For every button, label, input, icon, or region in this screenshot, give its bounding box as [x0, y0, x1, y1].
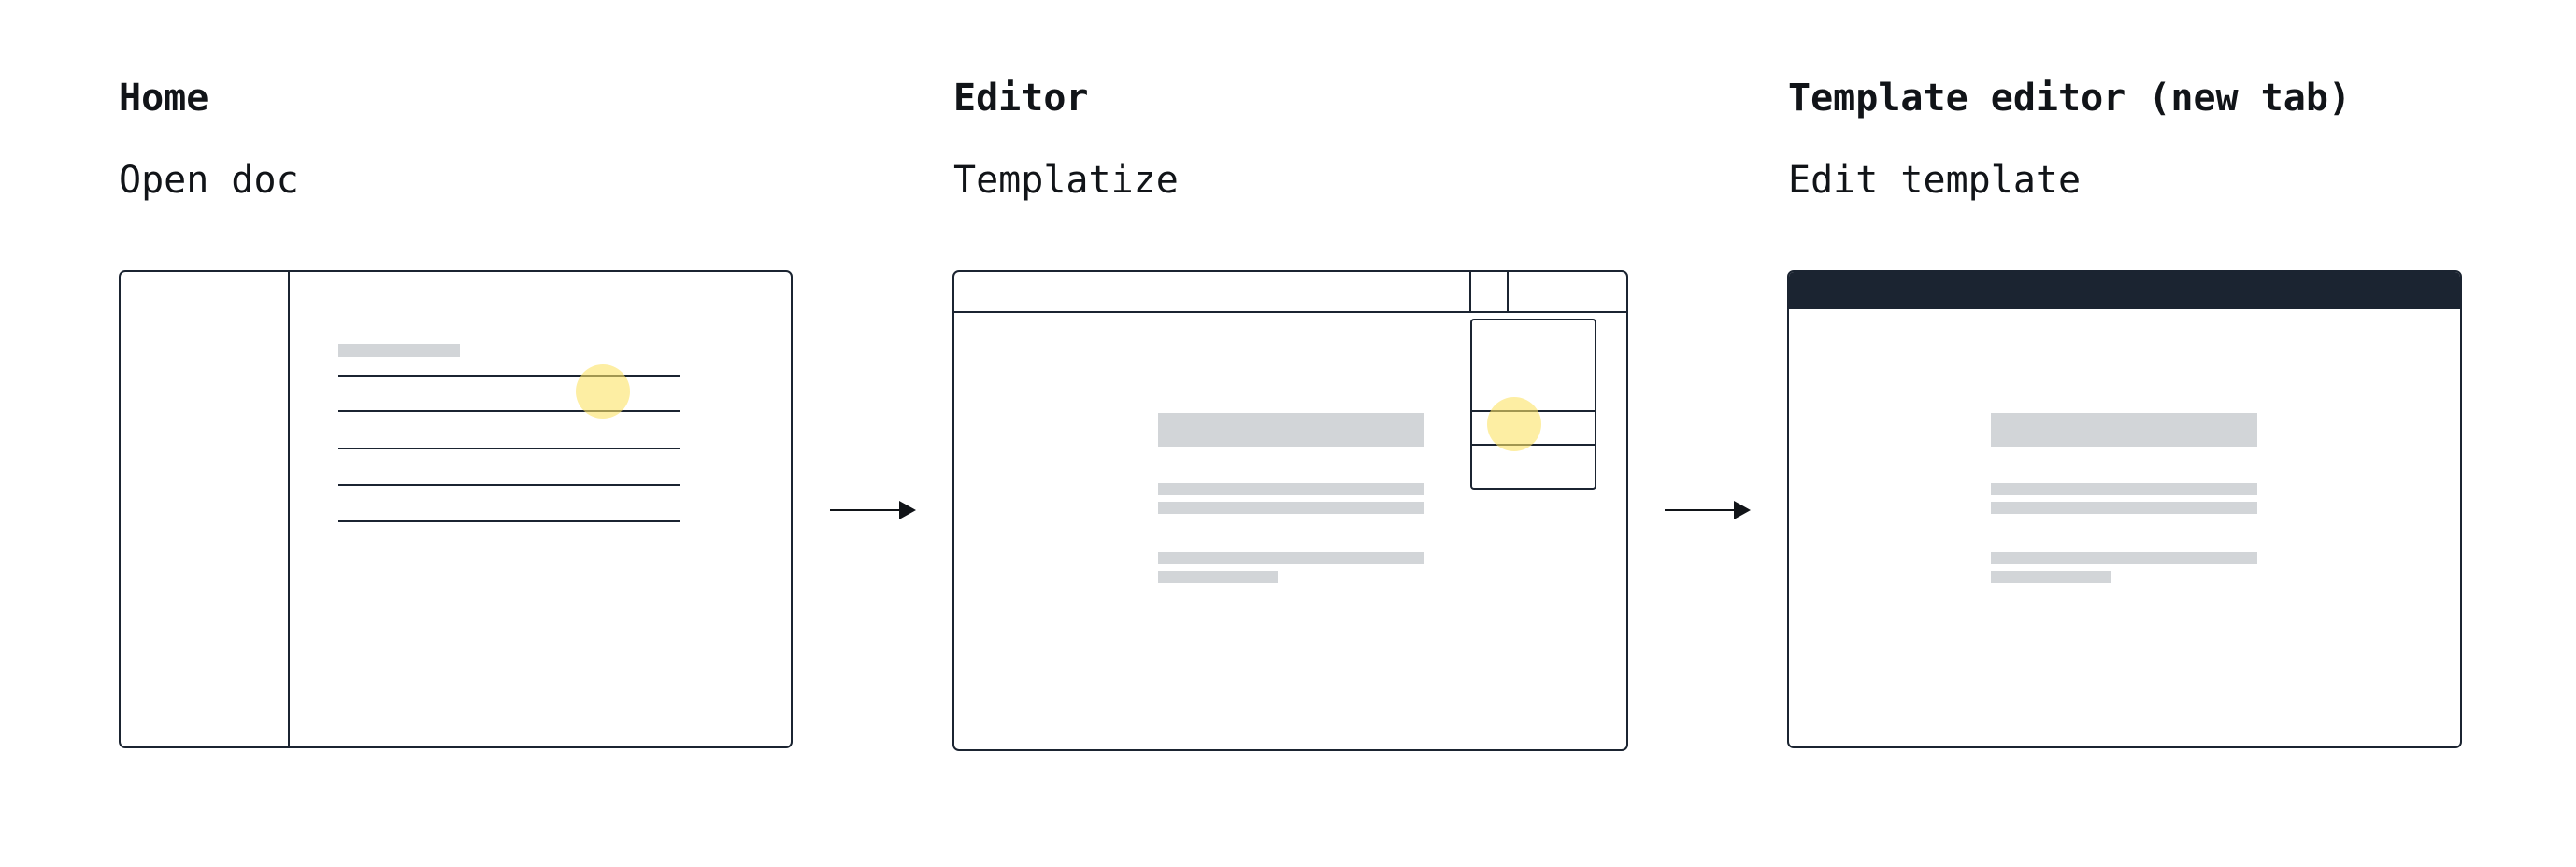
click-highlight-icon: [576, 364, 630, 419]
editor-text-placeholder: [1158, 483, 1424, 495]
step-template-editor-title: Template editor (new tab): [1788, 77, 2352, 120]
home-screen-mockup: [119, 270, 793, 748]
editor-toolbar-divider: [954, 311, 1626, 313]
editor-doc-title-placeholder: [1158, 413, 1424, 447]
template-editor-header-bar: [1789, 272, 2460, 309]
editor-text-placeholder: [1158, 552, 1424, 564]
home-doc-row: [338, 484, 680, 486]
editor-screen-mockup: [952, 270, 1628, 751]
editor-text-placeholder: [1158, 502, 1424, 514]
template-text-placeholder: [1991, 483, 2257, 495]
step-home-action: Open doc: [119, 159, 299, 202]
home-list-heading-placeholder: [338, 344, 460, 357]
template-text-placeholder: [1991, 502, 2257, 514]
editor-toolbar-separator: [1507, 272, 1509, 311]
editor-text-placeholder: [1158, 571, 1278, 583]
home-doc-row: [338, 375, 680, 377]
home-doc-row: [338, 520, 680, 522]
step-template-editor-action: Edit template: [1788, 159, 2082, 202]
template-editor-screen-mockup: [1787, 270, 2462, 748]
home-sidebar-divider: [288, 272, 290, 746]
home-doc-row: [338, 448, 680, 449]
template-text-placeholder: [1991, 552, 2257, 564]
template-text-placeholder: [1991, 571, 2111, 583]
arrow-right-icon: [1665, 501, 1751, 519]
editor-toolbar-separator: [1469, 272, 1471, 311]
step-editor-title: Editor: [953, 77, 1089, 120]
dropdown-menu-item-divider: [1472, 444, 1595, 446]
arrow-right-icon: [830, 501, 916, 519]
template-title-placeholder: [1991, 413, 2257, 447]
step-editor-action: Templatize: [953, 159, 1179, 202]
home-doc-row: [338, 410, 680, 412]
click-highlight-icon: [1487, 397, 1541, 451]
step-home-title: Home: [119, 77, 209, 120]
